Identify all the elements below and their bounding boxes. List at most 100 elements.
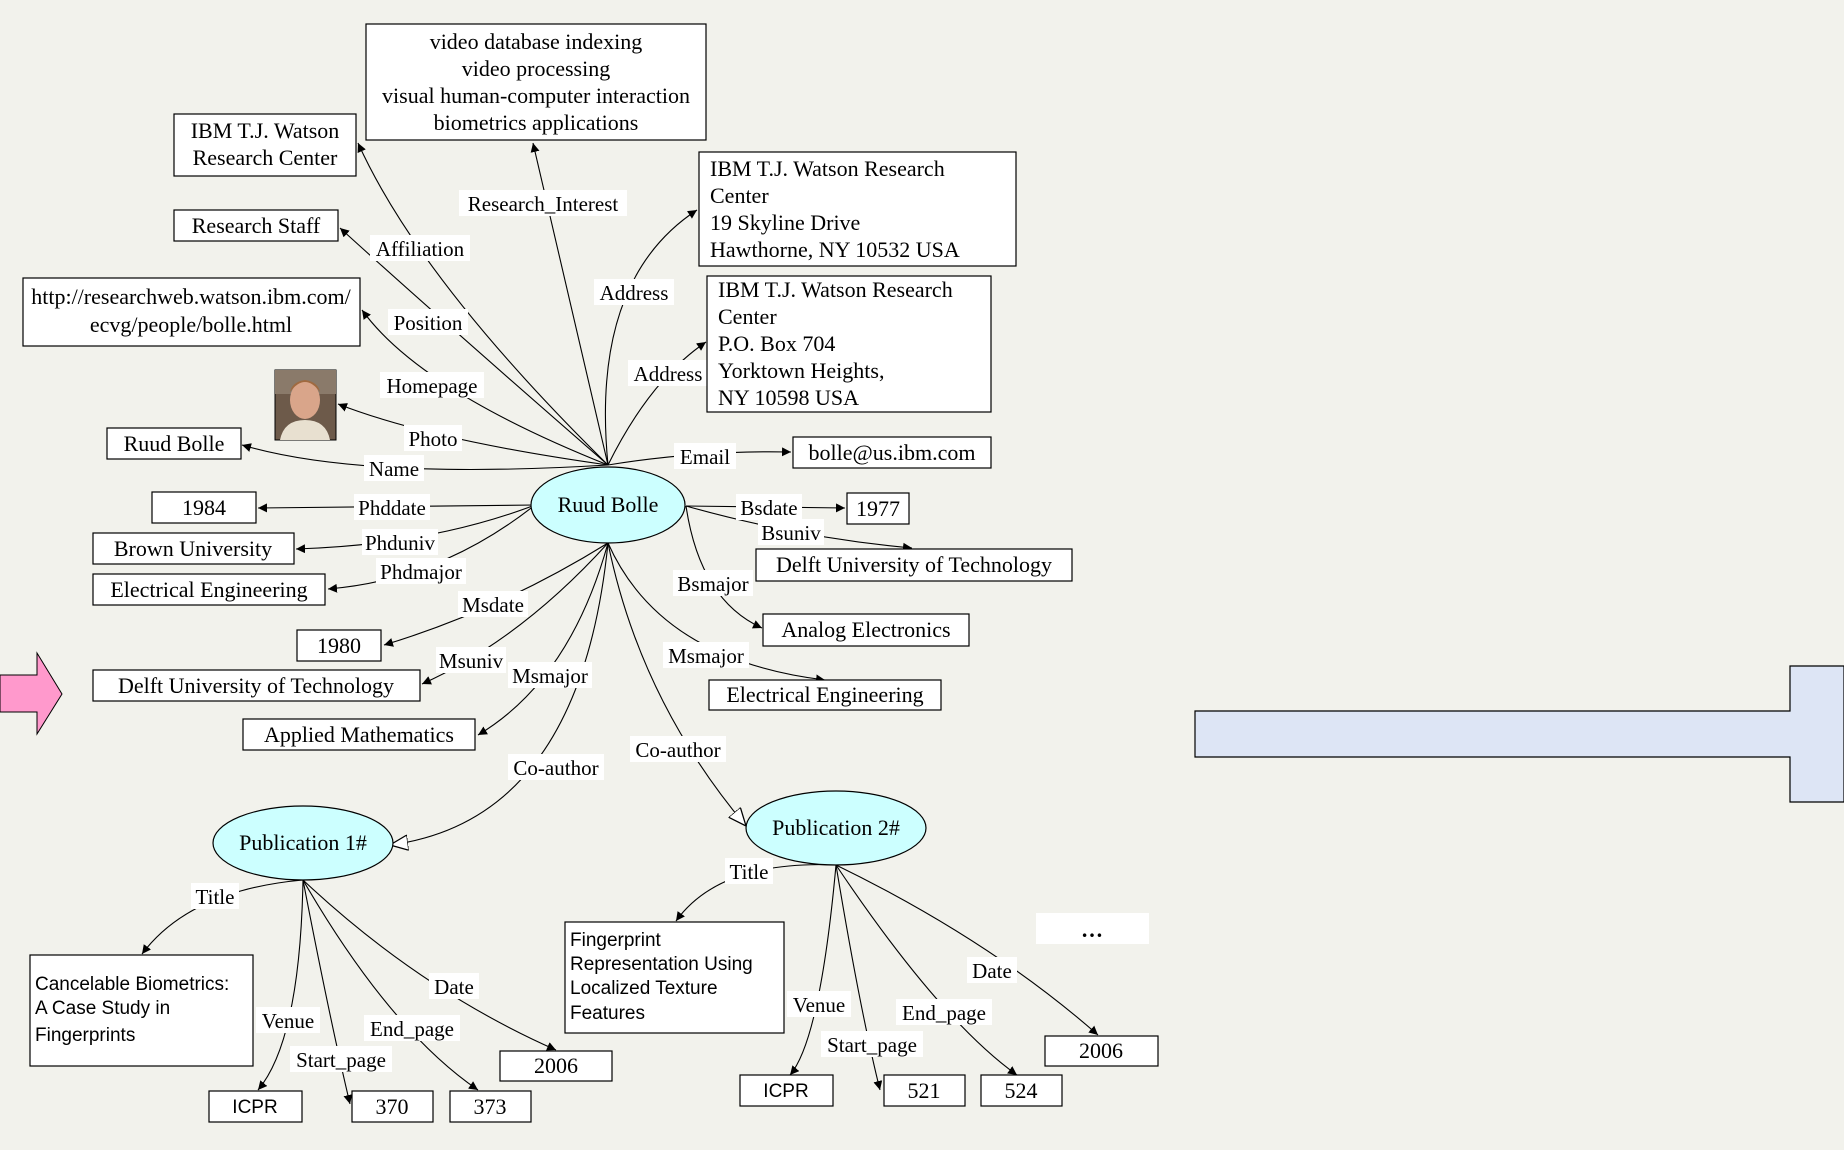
edge-research-interest xyxy=(530,142,609,466)
label-pub2-end: End_page xyxy=(902,1001,986,1025)
label-email: Email xyxy=(680,445,730,469)
label-pub1-date: Date xyxy=(434,975,474,999)
label-photo: Photo xyxy=(408,427,457,451)
svg-text:video processing: video processing xyxy=(462,56,610,81)
svg-text:Publication 2#: Publication 2# xyxy=(772,815,900,840)
svg-text:373: 373 xyxy=(474,1094,507,1119)
edge-position xyxy=(339,227,609,466)
homepage-box: http://researchweb.watson.ibm.com/ ecvg/… xyxy=(22,277,361,347)
svg-text:Research Center: Research Center xyxy=(193,145,338,170)
svg-text:bolle@us.ibm.com: bolle@us.ibm.com xyxy=(809,440,976,465)
svg-text:Ruud Bolle: Ruud Bolle xyxy=(558,492,659,517)
svg-text:Localized Texture: Localized Texture xyxy=(570,978,718,999)
svg-text:ecvg/people/bolle.html: ecvg/people/bolle.html xyxy=(90,312,292,337)
label-bsmajor: Bsmajor xyxy=(677,572,748,596)
right-arrow-shape xyxy=(1194,665,1844,803)
edge-msmajor-right xyxy=(607,542,826,684)
svg-text:Cancelable Biometrics:: Cancelable Biometrics: xyxy=(35,974,229,995)
svg-text:1977: 1977 xyxy=(856,496,900,521)
label-msuniv: Msuniv xyxy=(439,649,504,673)
pub1-title-box: Cancelable Biometrics: A Case Study in F… xyxy=(29,954,254,1067)
svg-text:524: 524 xyxy=(1005,1078,1038,1103)
svg-text:370: 370 xyxy=(376,1094,409,1119)
label-research-interest: Research_Interest xyxy=(468,192,619,216)
label-msmajor: Msmajor xyxy=(512,664,588,688)
photo xyxy=(274,369,337,441)
label-address1: Address xyxy=(600,281,669,305)
svg-text:1980: 1980 xyxy=(317,633,361,658)
edge-msmajor xyxy=(477,542,609,736)
pub1-date-box: 2006 xyxy=(499,1050,613,1082)
edge-pub2-date xyxy=(835,864,1099,1036)
label-pub2-start: Start_page xyxy=(827,1033,917,1057)
svg-text:Electrical Engineering: Electrical Engineering xyxy=(110,577,307,602)
ellipsis-box: … xyxy=(1036,913,1149,944)
svg-text:1984: 1984 xyxy=(182,495,226,520)
label-pub1-start: Start_page xyxy=(296,1048,386,1072)
svg-text:visual human-computer interact: visual human-computer interaction xyxy=(382,83,690,108)
email-box: bolle@us.ibm.com xyxy=(792,436,992,469)
phdmajor-box: Electrical Engineering xyxy=(92,573,326,606)
label-bsdate: Bsdate xyxy=(740,496,797,520)
svg-text:19 Skyline Drive: 19 Skyline Drive xyxy=(710,210,860,235)
edge-address2 xyxy=(607,341,707,466)
label-homepage: Homepage xyxy=(387,374,478,398)
label-pub1-title: Title xyxy=(196,885,235,909)
label-affiliation: Affiliation xyxy=(376,237,465,261)
svg-text:Hawthorne, NY 10532 USA: Hawthorne, NY 10532 USA xyxy=(710,237,960,262)
svg-text:Analog Electronics: Analog Electronics xyxy=(781,617,950,642)
svg-text:P.O. Box 704: P.O. Box 704 xyxy=(718,331,835,356)
address1-box: IBM T.J. Watson Research Center 19 Skyli… xyxy=(698,151,1017,267)
svg-text:Fingerprints: Fingerprints xyxy=(35,1025,135,1046)
label-phduniv: Phduniv xyxy=(365,531,436,555)
svg-text:Research Staff: Research Staff xyxy=(192,213,321,238)
label-name: Name xyxy=(369,457,419,481)
pub2-end-box: 524 xyxy=(980,1074,1063,1107)
svg-text:Fingerprint: Fingerprint xyxy=(570,930,662,951)
center-node: Ruud Bolle xyxy=(530,466,686,544)
svg-text:Center: Center xyxy=(710,183,769,208)
label-pub1-end: End_page xyxy=(370,1017,454,1041)
svg-text:A Case Study in: A Case Study in xyxy=(35,998,170,1019)
label-msdate: Msdate xyxy=(462,593,524,617)
pub1-end-box: 373 xyxy=(449,1090,532,1123)
label-pub2-venue: Venue xyxy=(793,993,845,1017)
svg-text:ICPR: ICPR xyxy=(232,1097,277,1118)
edge-bsmajor xyxy=(685,505,763,629)
edge-address1 xyxy=(604,209,698,466)
svg-text:Features: Features xyxy=(570,1003,645,1024)
edge-pub2-end xyxy=(835,864,1018,1076)
affiliation-box: IBM T.J. Watson Research Center xyxy=(173,113,357,177)
svg-text:Center: Center xyxy=(718,304,777,329)
position-box: Research Staff xyxy=(173,209,339,242)
edge-pub1-date xyxy=(302,879,557,1051)
edge-pub1-end xyxy=(302,879,479,1091)
edge-affiliation xyxy=(357,142,609,466)
svg-text:2006: 2006 xyxy=(1079,1038,1123,1063)
name-box: Ruud Bolle xyxy=(106,427,242,460)
svg-text:Delft University of Technology: Delft University of Technology xyxy=(776,552,1052,577)
svg-text:video database indexing: video database indexing xyxy=(430,29,643,54)
svg-text:IBM T.J. Watson: IBM T.J. Watson xyxy=(191,118,340,143)
label-bsuniv: Bsuniv xyxy=(761,521,821,545)
label-msmajor-right: Msmajor xyxy=(668,644,744,668)
svg-text:Representation Using: Representation Using xyxy=(570,954,753,975)
msuniv-box: Delft University of Technology xyxy=(92,669,421,702)
bsmajor-box: Analog Electronics xyxy=(762,613,970,647)
pub2-venue-box: ICPR xyxy=(739,1074,834,1107)
box-nodes: video database indexing video processing… xyxy=(22,23,1159,1123)
edge-labels: Research_Interest Affiliation Position H… xyxy=(191,190,1017,1072)
svg-text:Yorktown Heights,: Yorktown Heights, xyxy=(718,358,884,383)
research-interest-box: video database indexing video processing… xyxy=(365,23,707,141)
svg-text:521: 521 xyxy=(908,1078,941,1103)
svg-text:http://researchweb.watson.ibm.: http://researchweb.watson.ibm.com/ xyxy=(31,284,351,309)
label-pub2-date: Date xyxy=(972,959,1012,983)
svg-text:Publication 1#: Publication 1# xyxy=(239,830,367,855)
phduniv-box: Brown University xyxy=(92,532,295,565)
pub2-title-box: Fingerprint Representation Using Localiz… xyxy=(564,921,785,1034)
pub1-start-box: 370 xyxy=(351,1090,434,1123)
bsuniv-box: Delft University of Technology xyxy=(755,548,1073,582)
address2-box: IBM T.J. Watson Research Center P.O. Box… xyxy=(706,275,992,413)
svg-text:Applied Mathematics: Applied Mathematics xyxy=(264,722,454,747)
svg-text:Ruud Bolle: Ruud Bolle xyxy=(124,431,225,456)
